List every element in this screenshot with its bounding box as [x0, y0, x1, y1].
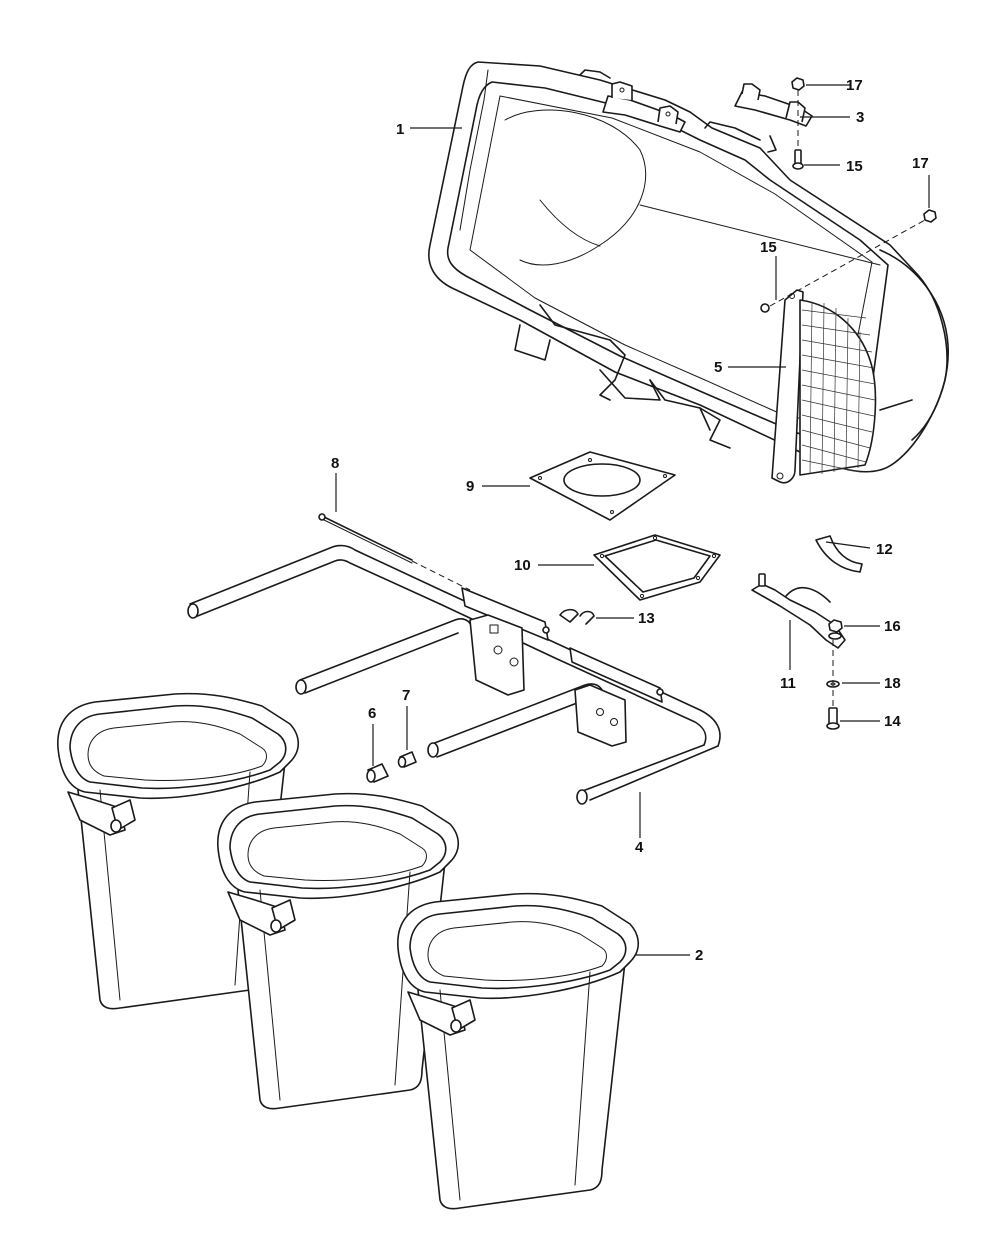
callout-3: 3	[856, 109, 864, 126]
callout-11: 11	[780, 675, 796, 692]
callout-17b: 17	[912, 155, 929, 172]
nut-17b	[923, 209, 937, 223]
bolt-14	[826, 707, 840, 730]
gasket-frame-10	[593, 534, 721, 601]
curved-strip-12	[815, 535, 863, 573]
callout-13: 13	[638, 610, 655, 627]
callout-12: 12	[876, 541, 893, 558]
nut-17a	[791, 77, 805, 91]
callout-1: 1	[396, 121, 404, 138]
callout-5: 5	[714, 359, 722, 376]
bag-middle	[217, 792, 460, 1110]
callout-7: 7	[402, 687, 410, 704]
screen-mesh	[801, 301, 876, 475]
bushing-7	[397, 751, 417, 768]
callout-2: 2	[695, 947, 703, 964]
screen-frame	[771, 289, 913, 484]
callout-18: 18	[884, 675, 901, 692]
callout-17a: 17	[846, 77, 863, 94]
rod-8	[318, 513, 471, 591]
callout-14: 14	[884, 713, 901, 730]
callout-10: 10	[514, 557, 531, 574]
callout-9: 9	[466, 478, 474, 495]
arm-bracket-11	[751, 573, 846, 649]
callout-6: 6	[368, 705, 376, 722]
callout-15b: 15	[760, 239, 777, 256]
bushing-6	[366, 763, 389, 783]
callout-15a: 15	[846, 158, 863, 175]
callout-4: 4	[635, 839, 644, 856]
callout-labels: 1 3 17 15 17 15 5 8 9 10 12 13 16 11 18 …	[331, 77, 929, 964]
bolt-15b	[760, 303, 770, 313]
callout-16: 16	[884, 618, 901, 635]
mounting-bracket-right	[734, 83, 813, 153]
mounting-bracket-left	[602, 81, 686, 133]
bag-right	[397, 892, 640, 1210]
callout-8: 8	[331, 455, 339, 472]
nut-16	[828, 619, 843, 640]
plate-9	[529, 451, 676, 521]
hair-pin-clips-13	[559, 608, 595, 625]
bolt-15a	[792, 149, 804, 170]
support-frame-4	[187, 544, 721, 805]
leader-lines	[335, 84, 930, 956]
